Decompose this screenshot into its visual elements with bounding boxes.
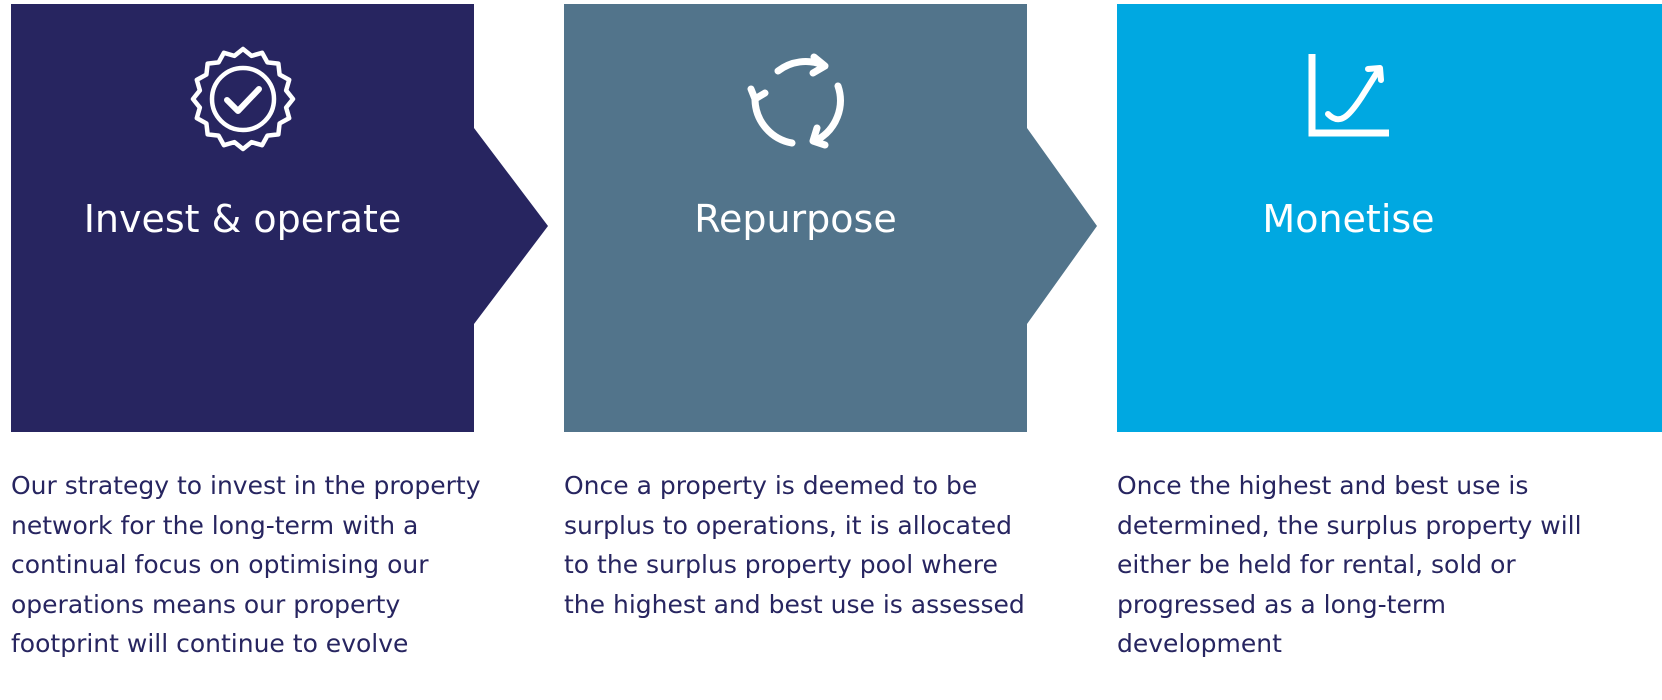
step-description-repurpose: Once a property is deemed to be surplus …: [564, 471, 1025, 619]
step-invest-operate: Invest & operate: [11, 4, 548, 432]
step-title: Invest & operate: [83, 197, 402, 241]
step-title: Repurpose: [694, 197, 897, 241]
box-monetise: [1117, 4, 1662, 432]
step-monetise: Monetise: [1117, 4, 1662, 432]
cycle-arrows-icon: [741, 44, 851, 154]
step-description-invest: Our strategy to invest in the property n…: [11, 471, 481, 659]
arrow-box-invest: [11, 4, 548, 432]
growth-chart-icon: [1294, 44, 1404, 154]
arrow-box-repurpose: [564, 4, 1097, 432]
step-title: Monetise: [1262, 197, 1435, 241]
step-repurpose: Repurpose: [564, 4, 1097, 432]
badge-check-icon: [188, 44, 298, 154]
step-description-monetise: Once the highest and best use is determi…: [1117, 471, 1582, 659]
